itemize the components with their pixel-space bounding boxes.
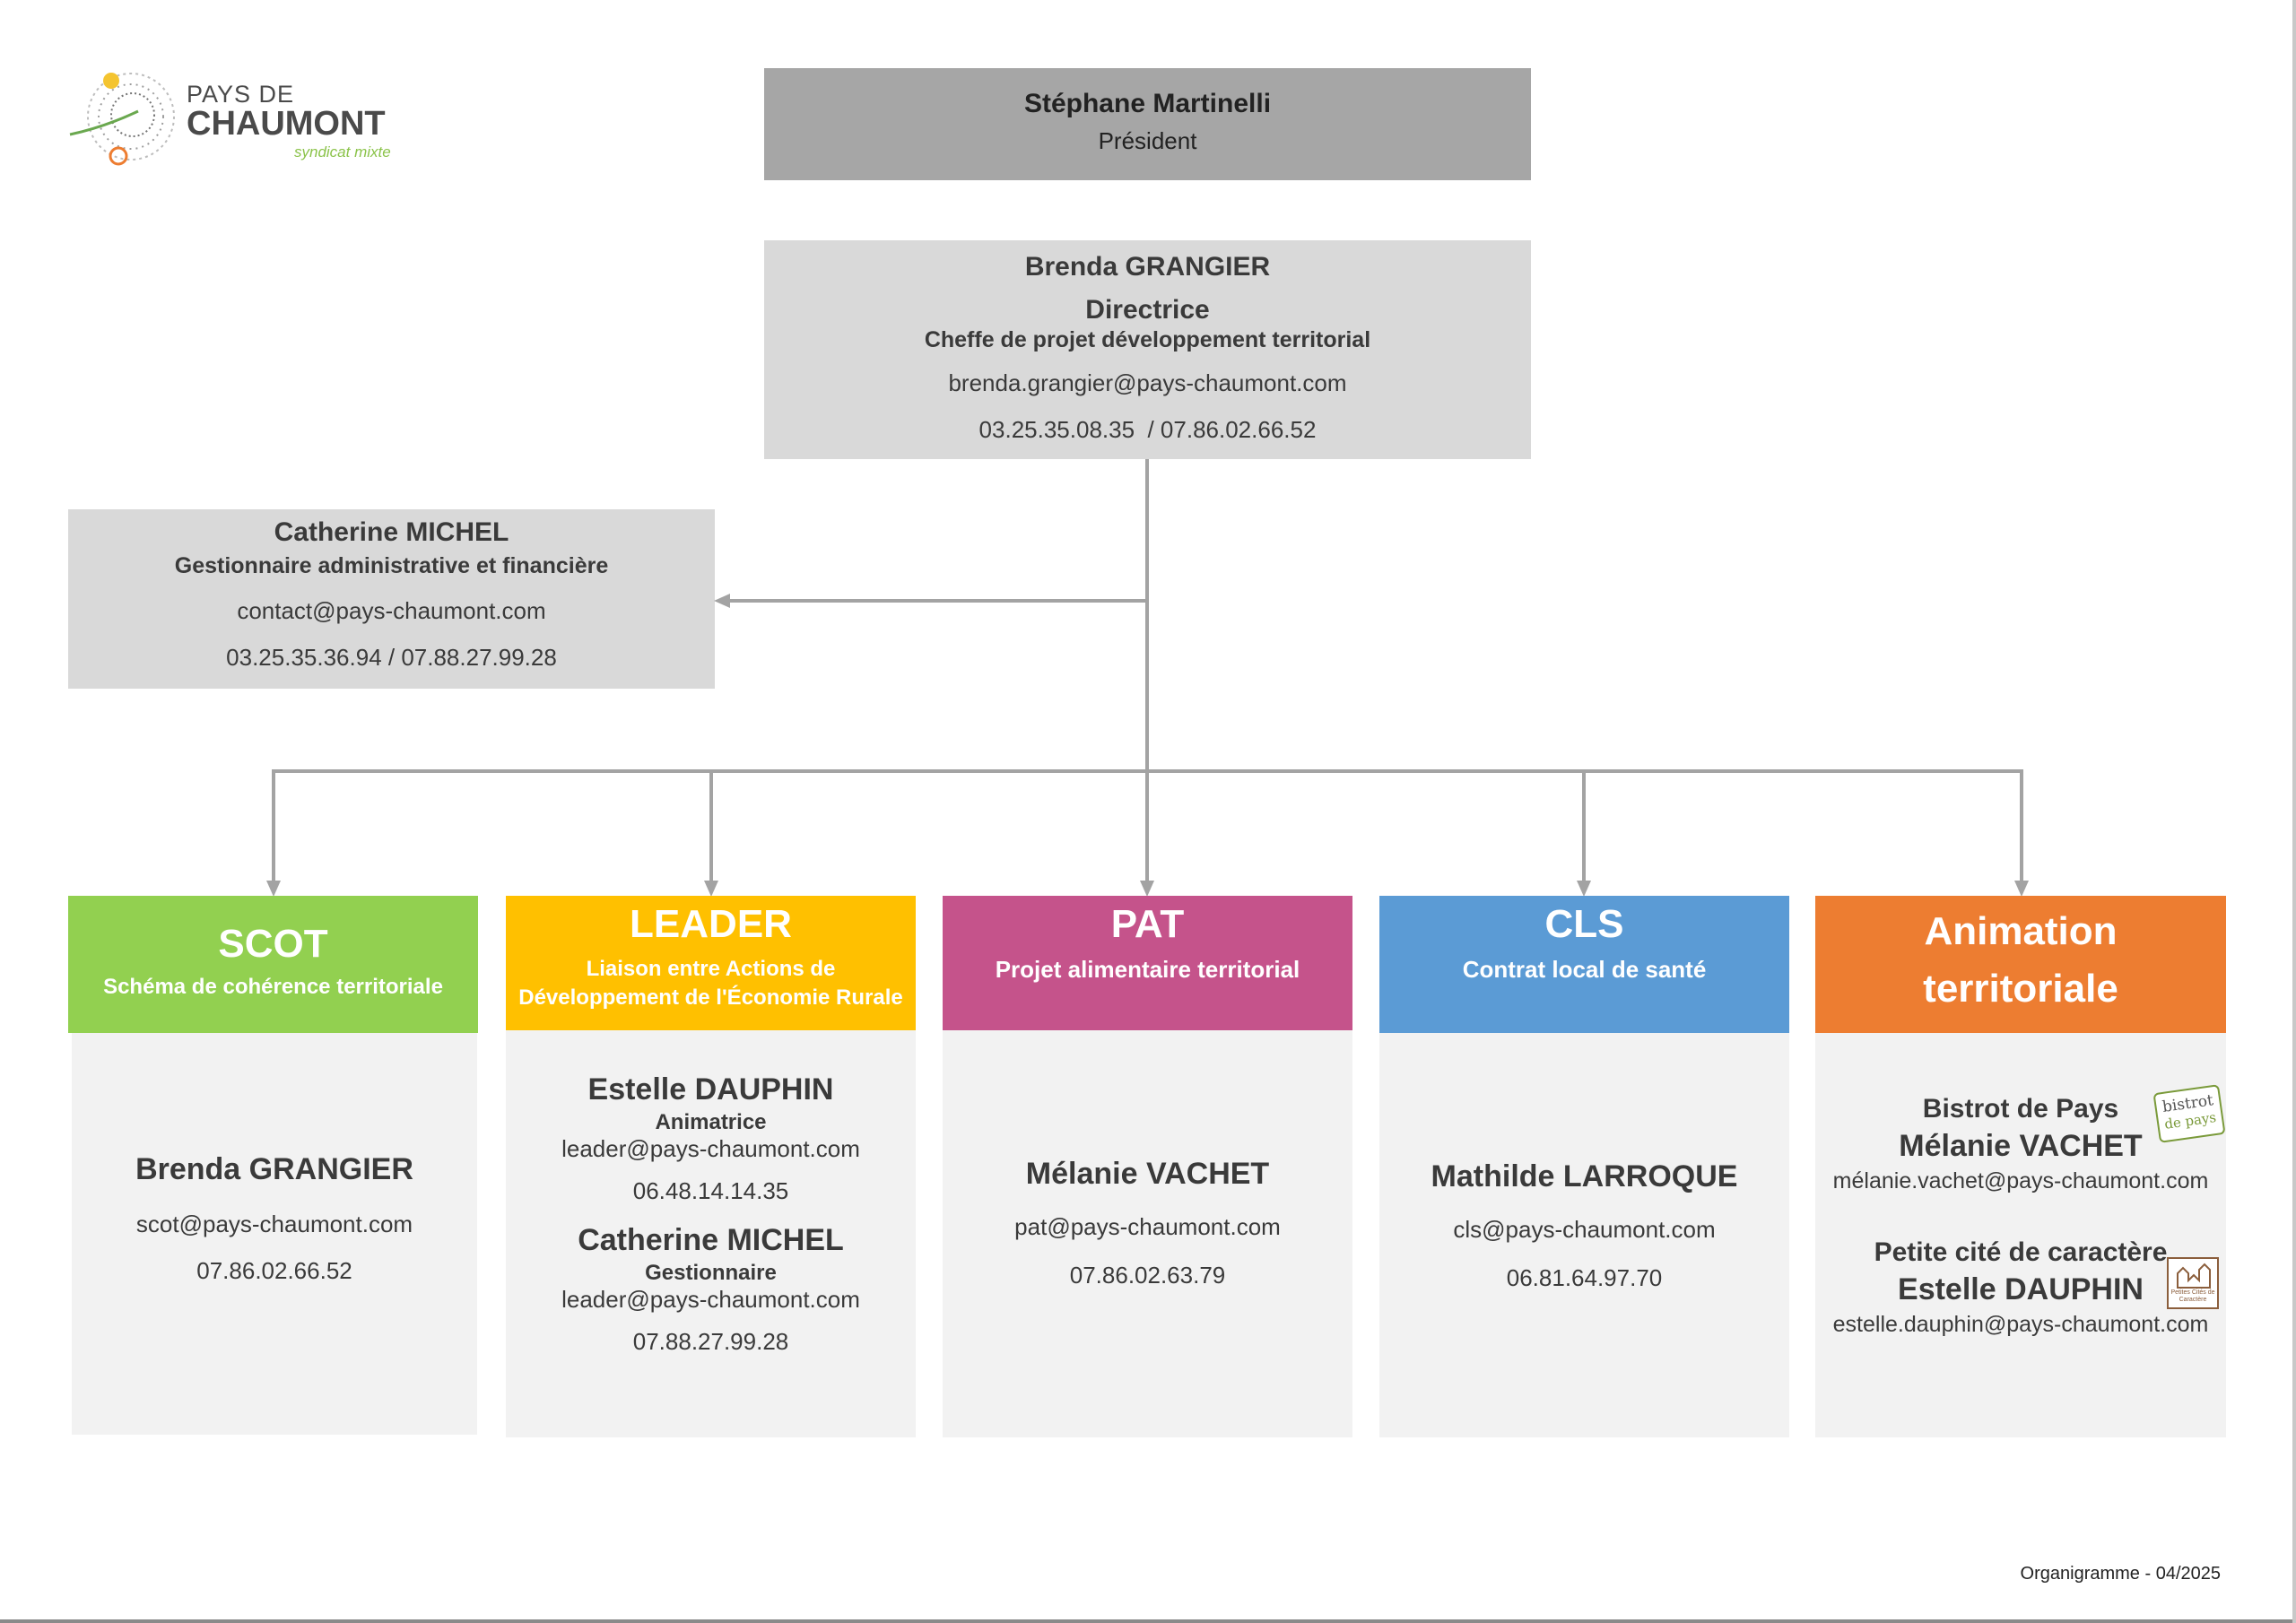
admin-role: Gestionnaire administrative et financièr…: [174, 553, 609, 578]
leader-subtitle-1: Liaison entre Actions de: [586, 957, 836, 981]
pat-phone: 07.86.02.63.79: [1069, 1262, 1226, 1289]
pat-title: PAT: [1110, 902, 1185, 946]
director-name: Brenda GRANGIER: [1024, 252, 1271, 282]
connector-leader: [709, 769, 713, 886]
leader-header: LEADER Liaison entre Actions de Développ…: [506, 896, 916, 1030]
director-phone: 03.25.35.08.35 / 07.86.02.66.52: [978, 416, 1317, 443]
connector-scot: [272, 769, 275, 886]
connector-horizontal: [272, 769, 2023, 773]
leader-person1-role: Animatrice: [655, 1110, 767, 1134]
animation-item2-label: Petite cité de caractère: [1874, 1237, 2168, 1267]
leader-subtitle-2: Développement de l'Économie Rurale: [518, 985, 903, 1010]
arrow-left-icon: [714, 594, 730, 608]
footer-label: Organigramme - 04/2025: [2020, 1564, 2221, 1584]
pat-subtitle: Projet alimentaire territorial: [995, 956, 1300, 983]
leader-person2-phone: 07.88.27.99.28: [632, 1328, 789, 1355]
leader-person2-email: leader@pays-chaumont.com: [561, 1286, 860, 1313]
cls-body: Mathilde LARROQUE cls@pays-chaumont.com …: [1379, 1033, 1789, 1437]
animation-item1-label: Bistrot de Pays: [1922, 1094, 2119, 1124]
pat-name: Mélanie VACHET: [1025, 1157, 1270, 1191]
arrow-down-icon: [1140, 881, 1154, 897]
logo-emblem-icon: [69, 73, 175, 166]
director-subrole: Cheffe de projet développement territori…: [924, 327, 1371, 352]
castle-icon: [2177, 1263, 2211, 1289]
connector-vertical-main: [1145, 459, 1149, 890]
pat-email: pat@pays-chaumont.com: [1014, 1213, 1281, 1240]
arrow-down-icon: [1577, 881, 1591, 897]
director-role: Directrice: [1085, 295, 1210, 325]
logo-line2: CHAUMONT: [187, 105, 386, 143]
pat-body: Mélanie VACHET pat@pays-chaumont.com 07.…: [943, 1030, 1352, 1437]
cls-header: CLS Contrat local de santé: [1379, 896, 1789, 1033]
arrow-down-icon: [704, 881, 718, 897]
admin-phone: 03.25.35.36.94 / 07.88.27.99.28: [226, 644, 557, 671]
animation-header: Animation territoriale: [1815, 896, 2226, 1033]
president-role: Président: [1098, 127, 1197, 154]
arrow-down-icon: [2014, 881, 2029, 897]
animation-item1-email: mélanie.vachet@pays-chaumont.com: [1832, 1168, 2209, 1193]
scot-subtitle: Schéma de cohérence territoriale: [103, 975, 443, 999]
cls-phone: 06.81.64.97.70: [1506, 1264, 1663, 1291]
logo: PAYS DE CHAUMONT syndicat mixte: [68, 65, 409, 172]
arrow-down-icon: [266, 881, 281, 897]
cls-email: cls@pays-chaumont.com: [1453, 1216, 1716, 1243]
admin-name: Catherine MICHEL: [274, 517, 509, 547]
scot-body: Brenda GRANGIER scot@pays-chaumont.com 0…: [72, 1033, 477, 1435]
cls-name: Mathilde LARROQUE: [1431, 1159, 1738, 1193]
petites-cites-de-caractere-logo: Petites Cités de Caractère: [2167, 1257, 2219, 1309]
logo-line1: PAYS DE: [187, 81, 295, 108]
leader-body: Estelle DAUPHIN Animatrice leader@pays-c…: [506, 1030, 916, 1437]
director-email: brenda.grangier@pays-chaumont.com: [948, 369, 1347, 396]
connector-to-admin: [728, 599, 1147, 603]
cls-subtitle: Contrat local de santé: [1462, 956, 1707, 983]
bistrot-de-pays-logo: bistrot de pays: [2152, 1084, 2226, 1143]
scot-title: SCOT: [218, 922, 328, 966]
cls-title: CLS: [1544, 902, 1624, 946]
animation-item2-name: Estelle DAUPHIN: [1898, 1272, 2144, 1306]
admin-box: Catherine MICHEL Gestionnaire administra…: [68, 509, 715, 689]
animation-title-2: territoriale: [1923, 967, 2118, 1011]
petites-cites-logo-text: Petites Cités de Caractère: [2170, 1289, 2215, 1303]
leader-person1-email: leader@pays-chaumont.com: [561, 1135, 860, 1162]
scot-header: SCOT Schéma de cohérence territoriale: [68, 896, 478, 1033]
leader-person1-phone: 06.48.14.14.35: [632, 1177, 789, 1204]
leader-title: LEADER: [630, 902, 792, 946]
scot-name: Brenda GRANGIER: [135, 1152, 413, 1186]
connector-animation: [2020, 769, 2023, 886]
director-box: Brenda GRANGIER Directrice Cheffe de pro…: [764, 240, 1531, 459]
admin-email: contact@pays-chaumont.com: [237, 597, 546, 624]
pat-header: PAT Projet alimentaire territorial: [943, 896, 1352, 1030]
scot-email: scot@pays-chaumont.com: [135, 1211, 413, 1237]
leader-person1-name: Estelle DAUPHIN: [587, 1072, 834, 1107]
animation-body: Bistrot de Pays Mélanie VACHET mélanie.v…: [1815, 1033, 2226, 1437]
logo-line3: syndicat mixte: [294, 143, 391, 161]
leader-person2-role: Gestionnaire: [645, 1261, 777, 1285]
animation-item2-email: estelle.dauphin@pays-chaumont.com: [1832, 1312, 2209, 1337]
president-box: Stéphane Martinelli Président: [764, 68, 1531, 180]
connector-cls: [1582, 769, 1586, 886]
leader-person2-name: Catherine MICHEL: [578, 1223, 844, 1257]
scot-phone: 07.86.02.66.52: [196, 1257, 352, 1284]
right-border: [2292, 0, 2296, 1623]
animation-item1-name: Mélanie VACHET: [1899, 1129, 2143, 1163]
animation-title-1: Animation: [1924, 909, 2118, 953]
president-name: Stéphane Martinelli: [1023, 89, 1272, 118]
bottom-border: [0, 1619, 2296, 1623]
